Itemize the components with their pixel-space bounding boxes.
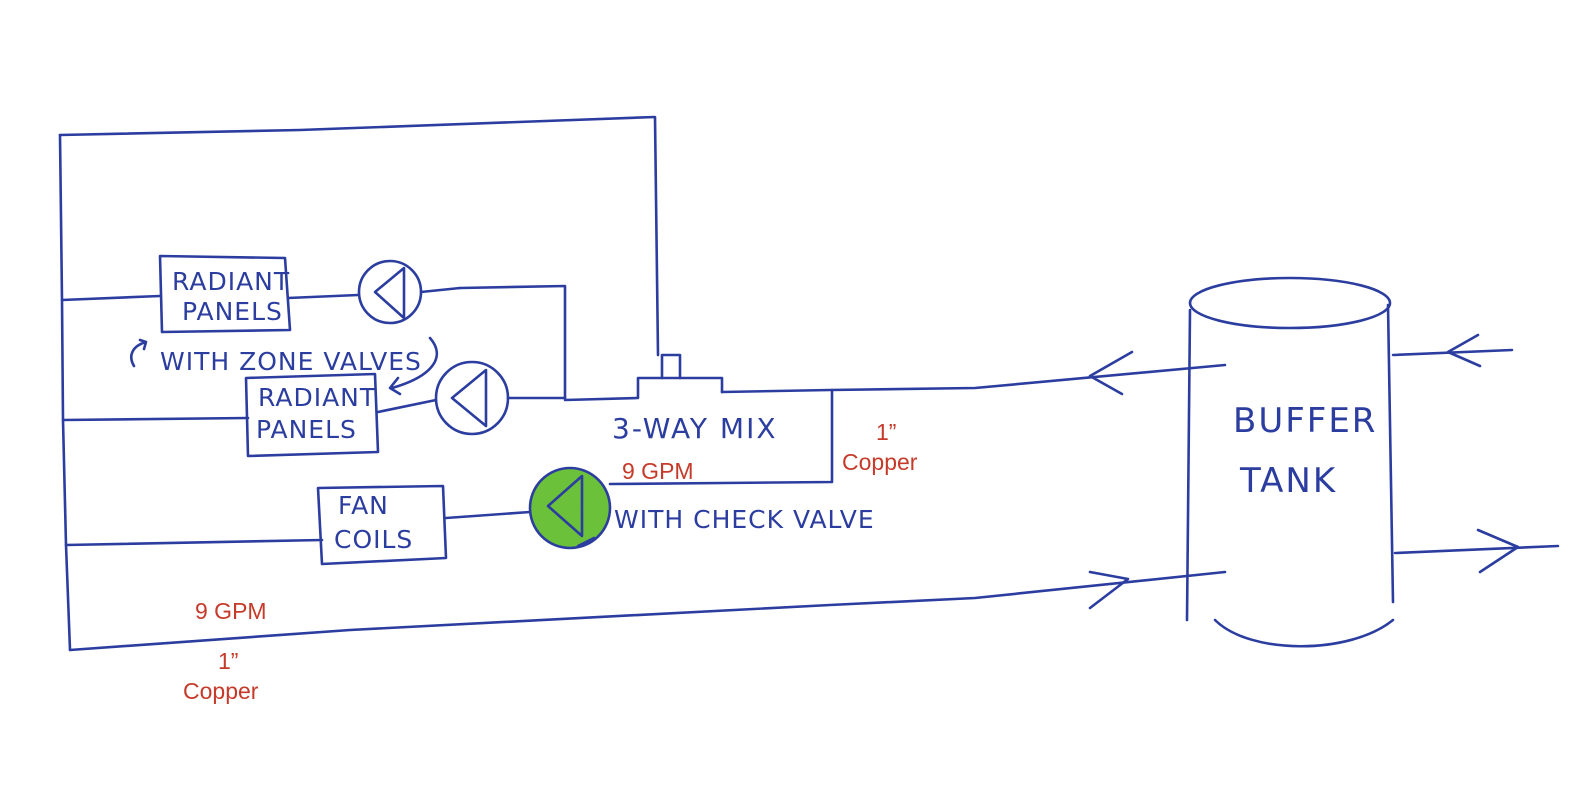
radiant-panels-1: RADIANT PANELS: [60, 254, 360, 334]
fan-coils-box: [316, 484, 448, 566]
buffer-tank-bottom: [1213, 618, 1395, 648]
tank-source-inlet-arrow: [1446, 333, 1482, 368]
zone-valves-note: WITH ZONE VALVES: [130, 336, 439, 396]
pipe-material-return: Copper: [183, 678, 259, 704]
pump-1-body: [357, 259, 423, 325]
fan-coils-return: [64, 538, 324, 547]
pump-3-check-valve: WITH CHECK VALVE: [528, 466, 875, 550]
pump-1-triangle-icon: [373, 266, 406, 320]
radiant-panels-2-box: [244, 372, 380, 458]
supply-arrow: [1088, 350, 1134, 396]
annotations: 9 GPM 1” Copper 9 GPM 1” Copper: [183, 419, 918, 704]
radiant-panels-2-line1: RADIANT: [258, 383, 376, 412]
pump-1: [357, 259, 462, 325]
buffer-tank-sides: [1185, 303, 1395, 622]
return-main-bottom: [68, 570, 1227, 652]
flow-rate-return: 9 GPM: [195, 598, 267, 624]
zone-note-left-arrow: [130, 338, 148, 368]
radiant-panels-2: RADIANT PANELS: [61, 372, 438, 458]
fan-coils-line1: FAN: [338, 491, 389, 520]
pump-2-triangle-icon: [450, 368, 488, 428]
fan-coils: FAN COILS: [64, 484, 532, 566]
radiant-panels-1-line1: RADIANT: [172, 267, 290, 296]
flow-rate-mix: 9 GPM: [622, 458, 694, 484]
tank-source-outlet-arrow: [1476, 528, 1520, 574]
pump-2: [434, 360, 567, 436]
tank-source-inlet: [1391, 348, 1514, 357]
system-piping: [58, 115, 1227, 652]
mixing-valve-body: [563, 376, 834, 486]
pipe-material-supply: Copper: [842, 449, 918, 475]
pump-1-outlet: [419, 286, 462, 294]
fan-coils-line2: COILS: [334, 525, 413, 554]
radiant-panels-2-outlet: [376, 398, 438, 414]
buffer-tank-line2: TANK: [1239, 461, 1337, 501]
zone-note-right-arrow: [388, 336, 439, 396]
radiant-1-return-branch: [458, 284, 567, 400]
three-way-mix-label: 3-WAY MIX: [612, 412, 778, 445]
tank-source-outlet: [1393, 544, 1560, 555]
radiant-panels-2-inlet: [61, 416, 250, 422]
outer-loop-left-top-right: [58, 115, 660, 357]
pump-3-fill: [530, 468, 610, 548]
radiant-panels-2-line2: PANELS: [256, 415, 357, 444]
buffer-tank: BUFFER TANK: [1185, 276, 1560, 648]
outer-loop-left-side: [58, 133, 72, 652]
pump-2-body: [434, 360, 510, 436]
pump-3-tail: [576, 536, 596, 548]
radiant-panels-1-box: [158, 254, 292, 334]
fan-coils-outlet: [444, 510, 532, 520]
radiant-panels-1-line2: PANELS: [182, 297, 283, 326]
radiant-panels-1-inlet: [60, 294, 162, 302]
pump-3-body: [528, 466, 612, 550]
pipe-size-return: 1”: [218, 648, 238, 674]
check-valve-text: WITH CHECK VALVE: [614, 505, 875, 534]
supply-main: [720, 363, 1227, 394]
return-arrow: [1088, 570, 1130, 610]
pipe-size-supply: 1”: [876, 419, 896, 445]
buffer-tank-top: [1188, 276, 1392, 330]
buffer-tank-line1: BUFFER: [1233, 401, 1377, 441]
zone-valves-text: WITH ZONE VALVES: [160, 347, 422, 376]
radiant-panels-1-outlet: [286, 293, 360, 300]
pump-3-triangle-icon: [546, 474, 584, 538]
mixing-valve-stem: [660, 353, 682, 380]
